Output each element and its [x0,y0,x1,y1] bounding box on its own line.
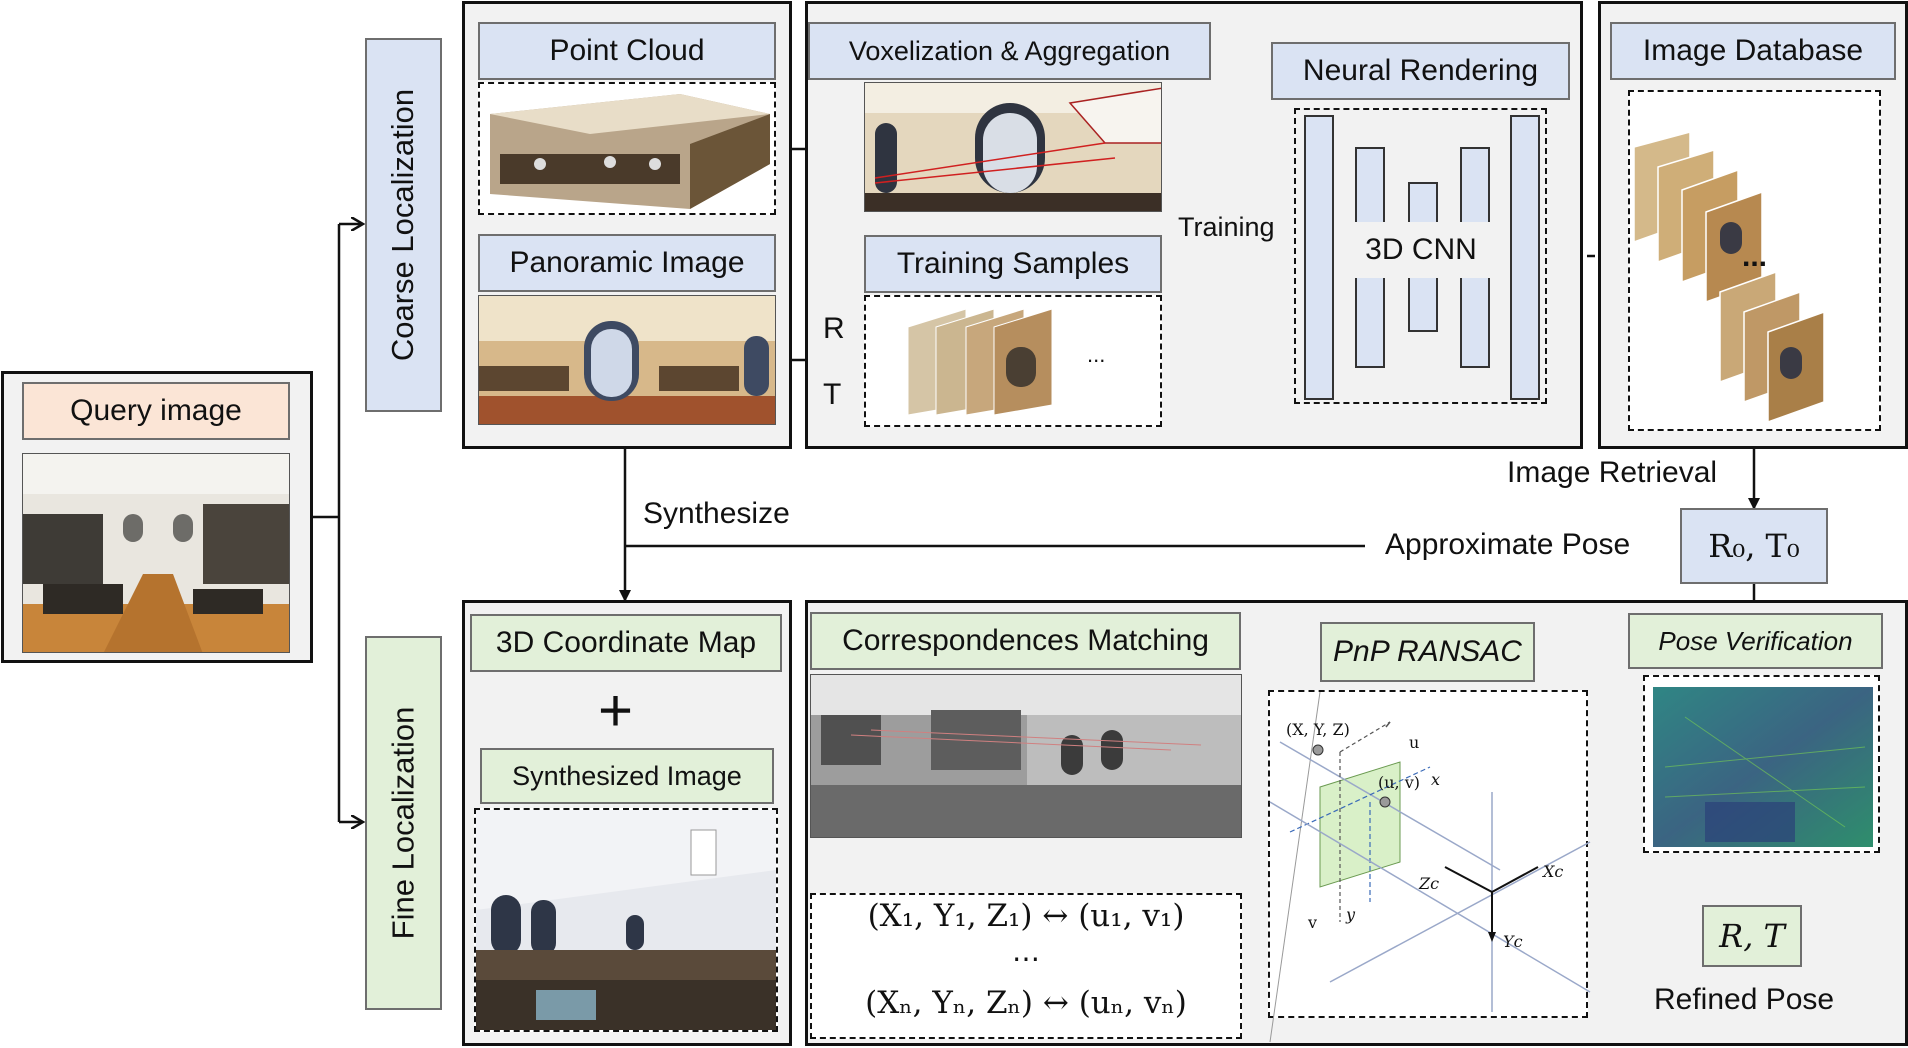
point-cloud-label: Point Cloud [478,22,776,80]
database-ellipsis: ... [1742,240,1768,273]
translation-label: T [823,378,842,411]
image-database-label: Image Database [1610,22,1896,80]
cnn-layer-5 [1510,115,1540,400]
coarse-localization-box: Coarse Localization [365,38,442,412]
point-cloud-image [478,82,776,215]
approximate-pose-label: Approximate Pose [1385,528,1631,561]
training-samples-ellipsis: ... [1087,342,1106,367]
synthesize-connector [619,449,1365,602]
fine-localization-box: Fine Localization [365,636,442,1010]
image-retrieval-label: Image Retrieval [1507,456,1718,489]
correspondence-last: (Xₙ, Yₙ, Zₙ) ↔ (uₙ, vₙ) [865,985,1187,1021]
rotation-label: R [823,312,845,345]
refined-pose-label: Refined Pose [1654,983,1835,1016]
neural-rendering-label: Neural Rendering [1271,42,1570,100]
database-stack [1628,90,1881,431]
pnp-diagram [1268,690,1591,1043]
coordinate-map-label: 3D Coordinate Map [470,614,782,672]
v-axis-label: v [1308,913,1318,932]
synthesize-label: Synthesize [643,497,790,530]
cnn-label: 3D CNN [1346,222,1496,278]
training-samples-label: Training Samples [864,235,1162,293]
x-axis-label: x [1431,770,1441,789]
y-axis-label: y [1346,905,1356,924]
u-axis-label: u [1409,733,1420,752]
pose-verification-text: Pose Verification [1658,625,1853,656]
pnp-ransac-label: PnP RANSAC [1320,622,1535,682]
verification-heatmap-box [1643,675,1880,853]
pnp-ransac-text: PnP RANSAC [1333,635,1522,668]
fine-localization-label: Fine Localization [385,706,421,940]
correspondence-dots: ⋯ [1012,942,1040,975]
camera-x-label: Xc [1543,862,1564,881]
correspondence-first: (X₁, Y₁, Z₁) ↔ (u₁, v₁) [867,898,1185,934]
cnn-box: 3D CNN [1294,108,1547,404]
correspondences-box [810,893,1242,1039]
approximate-pose-value: R₀, T₀ [1680,508,1828,584]
synthesized-image [474,808,778,1032]
voxelization-label: Voxelization & Aggregation [808,22,1211,80]
query-split-connector [313,224,363,822]
pose-verification-label: Pose Verification [1628,613,1883,669]
training-samples-box [864,295,1162,427]
plus-sign: + [598,677,634,744]
camera-y-label: Yc [1503,932,1523,951]
cnn-layer-1 [1304,115,1334,400]
synthesized-image-label: Synthesized Image [480,748,774,804]
panoramic-image-label: Panoramic Image [478,234,776,292]
query-photo [22,453,290,653]
voxelization-image [864,82,1162,212]
training-arrow-label: Training [1178,212,1275,242]
correspondences-matching-label: Correspondences Matching [810,612,1241,670]
coarse-localization-label: Coarse Localization [385,88,421,362]
refined-pose-value: R, T [1702,905,1802,967]
world-point-label: (X, Y, Z) [1286,720,1350,739]
camera-z-label: Zc [1419,874,1440,893]
panoramic-image [478,295,776,425]
image-point-label: (u, v) [1378,773,1420,792]
matching-image [810,674,1242,838]
query-image-label: Query image [22,382,290,440]
